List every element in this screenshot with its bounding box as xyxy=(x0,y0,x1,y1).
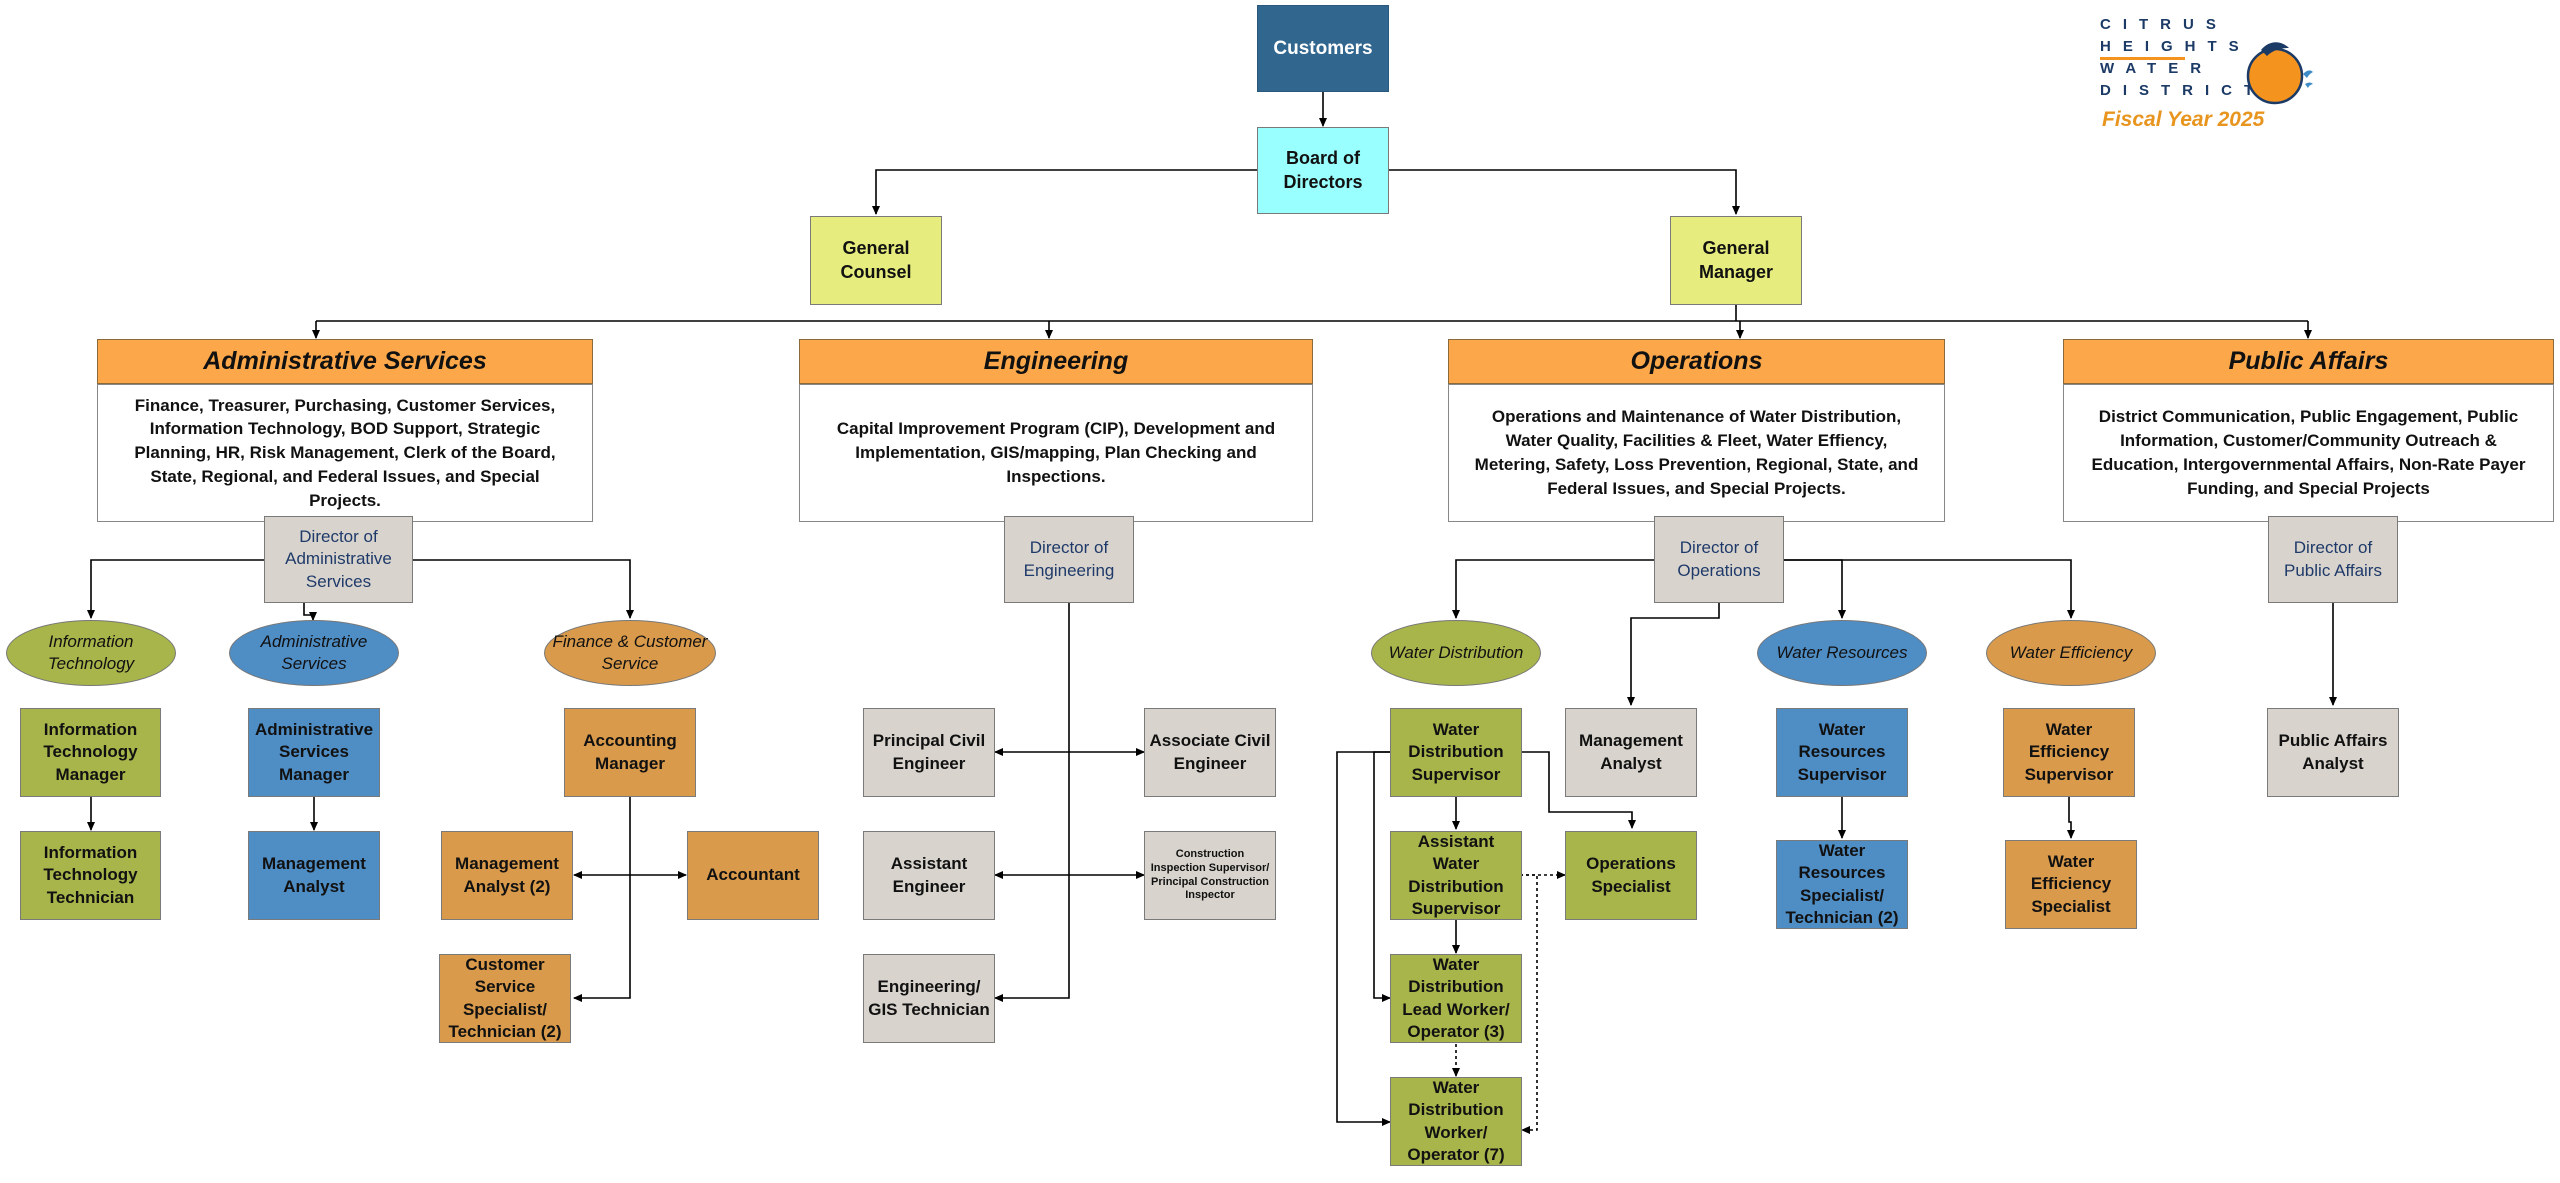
director-engineering-box: Director of Engineering xyxy=(1004,516,1134,603)
position-admin-services-manager: Administrative Services Manager xyxy=(248,708,380,797)
board-of-directors-box: Board of Directors xyxy=(1257,127,1389,214)
position-water-resources-specialist: Water Resources Specialist/ Technician (… xyxy=(1776,840,1908,929)
line-edir-trunk xyxy=(994,603,1070,1002)
position-customer-service-specialist: Customer Service Specialist/ Technician … xyxy=(439,954,571,1043)
line-board-counsel xyxy=(872,169,1257,215)
director-operations-box: Director of Operations xyxy=(1654,516,1784,603)
logo-line-1: CITRUS xyxy=(2100,16,2228,33)
position-accounting-manager: Accounting Manager xyxy=(564,708,696,797)
dept-admin-title: Administrative Services xyxy=(97,339,593,384)
line-adir-fin xyxy=(413,559,634,619)
line-wes-wesp xyxy=(2067,797,2075,839)
line-odir-ma xyxy=(1627,603,1720,706)
line-adir-as xyxy=(303,603,317,621)
position-water-efficiency-specialist: Water Efficiency Specialist xyxy=(2005,840,2137,929)
dept-operations-description: Operations and Maintenance of Water Dist… xyxy=(1448,384,1945,522)
position-associate-civil-engineer: Associate Civil Engineer xyxy=(1144,708,1276,797)
position-assistant-engineer: Assistant Engineer xyxy=(863,831,995,920)
line-adir-it xyxy=(87,559,264,619)
general-manager-box: General Manager xyxy=(1670,216,1802,305)
logo-rule xyxy=(2100,57,2185,60)
position-public-affairs-analyst: Public Affairs Analyst xyxy=(2267,708,2399,797)
group-water-efficiency: Water Efficiency xyxy=(1986,620,2156,686)
line-board-gm xyxy=(1389,169,1740,215)
position-engineering-gis-technician: Engineering/ GIS Technician xyxy=(863,954,995,1043)
logo-line-3: WATER xyxy=(2100,60,2214,77)
position-water-distribution-supervisor: Water Distribution Supervisor xyxy=(1390,708,1522,797)
line-odir-we xyxy=(1784,559,2075,619)
dept-engineering-description: Capital Improvement Program (CIP), Devel… xyxy=(799,384,1313,522)
line-asst-worker-dotted xyxy=(1520,874,1538,1134)
dept-operations-title: Operations xyxy=(1448,339,1945,384)
fiscal-year-label: Fiscal Year 2025 xyxy=(2102,108,2265,131)
line-odir-wr xyxy=(1784,559,1846,619)
logo-wordmark: CITRUS HEIGHTS WATER DISTRICT xyxy=(2100,14,2265,102)
position-finance-management-analyst: Management Analyst (2) xyxy=(441,831,573,920)
line-wds-worker xyxy=(1336,751,1392,1126)
logo-line-2: HEIGHTS xyxy=(2100,38,2251,55)
position-accountant: Accountant xyxy=(687,831,819,920)
group-administrative-services: Administrative Services xyxy=(229,620,399,686)
group-information-technology: Information Technology xyxy=(6,620,176,686)
logo-line-4: DISTRICT xyxy=(2100,82,2266,99)
group-water-distribution: Water Distribution xyxy=(1371,620,1541,686)
dept-public-affairs-description: District Communication, Public Engagemen… xyxy=(2063,384,2554,522)
line-acct-trunk xyxy=(573,797,631,1002)
position-it-manager: Information Technology Manager xyxy=(20,708,161,797)
dept-admin-description: Finance, Treasurer, Purchasing, Customer… xyxy=(97,384,593,522)
position-principal-civil-engineer: Principal Civil Engineer xyxy=(863,708,995,797)
director-public-affairs-box: Director of Public Affairs xyxy=(2268,516,2398,603)
position-water-efficiency-supervisor: Water Efficiency Supervisor xyxy=(2003,708,2135,797)
position-water-resources-supervisor: Water Resources Supervisor xyxy=(1776,708,1908,797)
position-water-distribution-lead-worker: Water Distribution Lead Worker/ Operator… xyxy=(1390,954,1522,1043)
group-water-resources: Water Resources xyxy=(1757,620,1927,686)
position-operations-specialist: Operations Specialist xyxy=(1565,831,1697,920)
district-logo: CITRUS HEIGHTS WATER DISTRICT Fiscal Yea… xyxy=(2100,8,2360,143)
position-water-distribution-worker: Water Distribution Worker/ Operator (7) xyxy=(1390,1077,1522,1166)
general-counsel-box: General Counsel xyxy=(810,216,942,305)
group-finance-customer-service: Finance & Customer Service xyxy=(544,620,716,686)
position-construction-inspector: Construction Inspection Supervisor/ Prin… xyxy=(1144,831,1276,920)
line-odir-wd xyxy=(1452,559,1654,619)
position-it-technician: Information Technology Technician xyxy=(20,831,161,920)
orange-water-drop-logo-icon xyxy=(2246,42,2313,105)
position-assistant-water-distribution-supervisor: Assistant Water Distribution Supervisor xyxy=(1390,831,1522,920)
position-operations-management-analyst: Management Analyst xyxy=(1565,708,1697,797)
dept-public-affairs-title: Public Affairs xyxy=(2063,339,2554,384)
director-admin-box: Director of Administrative Services xyxy=(264,516,413,603)
customers-box: Customers xyxy=(1257,5,1389,92)
position-admin-management-analyst: Management Analyst xyxy=(248,831,380,920)
dept-engineering-title: Engineering xyxy=(799,339,1313,384)
